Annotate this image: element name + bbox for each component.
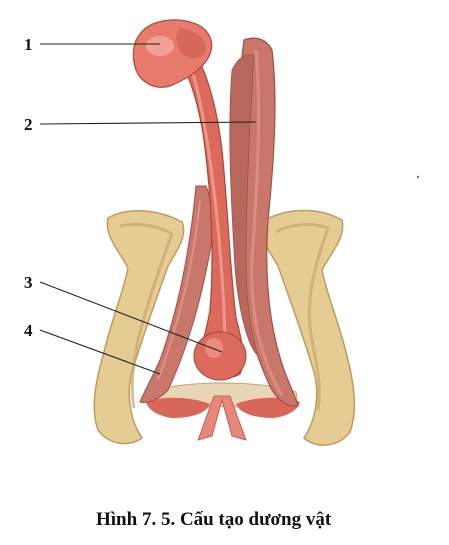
left-pubic-bone xyxy=(93,210,185,445)
callout-number-2: 2 xyxy=(24,115,33,134)
leader-line-3 xyxy=(39,281,223,353)
leader-line-4 xyxy=(39,329,161,375)
figure-caption: Hình 7. 5. Cấu tạo dương vật xyxy=(96,509,332,530)
right-pubic-bone xyxy=(260,209,356,446)
callout-number-4: 4 xyxy=(24,321,33,340)
scan-speck xyxy=(416,175,420,179)
callout-number-1: 1 xyxy=(24,35,33,54)
callout-leaders xyxy=(39,43,257,375)
corpus-spongiosum xyxy=(175,43,247,381)
glans-penis xyxy=(132,19,213,88)
right-corpus-cavernosum xyxy=(229,37,299,407)
callout-number-3: 3 xyxy=(24,273,33,292)
leader-line-2 xyxy=(39,121,257,125)
